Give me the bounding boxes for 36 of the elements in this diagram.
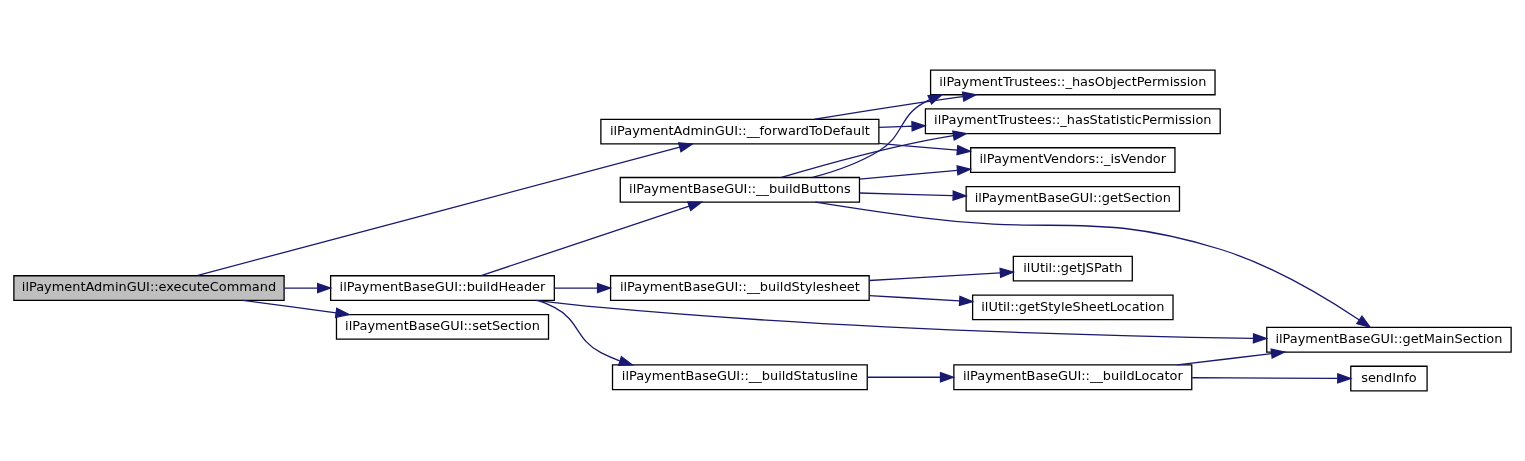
- node-box: ilPaymentBaseGUI::__buildStylesheet: [609, 275, 870, 301]
- arrow: [813, 91, 978, 120]
- arrow: [537, 299, 635, 366]
- arrow: [283, 282, 333, 294]
- arrow: [811, 94, 944, 179]
- node-box: ilPaymentBaseGUI::__buildButtons: [619, 176, 861, 203]
- arrow: [1191, 372, 1353, 384]
- node-box: ilPaymentBaseGUI::getSection: [965, 185, 1181, 212]
- node-box: ilPaymentAdminGUI::__forwardToDefault: [600, 118, 880, 145]
- arrow: [242, 299, 351, 319]
- arrow: [480, 201, 704, 277]
- arrow: [814, 201, 1372, 329]
- node-box: ilPaymentBaseGUI::__buildStatusline: [611, 364, 868, 391]
- arrow: [866, 371, 956, 383]
- node-box: ilPaymentBaseGUI::getMainSection: [1266, 326, 1512, 353]
- arrow: [878, 142, 973, 156]
- arrow: [553, 282, 613, 294]
- node-box: ilPaymentBaseGUI::setSection: [335, 313, 550, 340]
- arrow: [858, 164, 973, 180]
- node-box: ilUtil::getStyleSheetLocation: [971, 294, 1174, 321]
- arrow: [868, 267, 1016, 282]
- arrow: [878, 120, 927, 132]
- arrow: [534, 299, 1269, 344]
- node-box: ilUtil::getJSPath: [1012, 255, 1133, 282]
- node-box: ilPaymentAdminGUI::executeCommand: [13, 275, 285, 301]
- node-box: ilPaymentBaseGUI::__buildLocator: [953, 364, 1193, 391]
- node-box: ilPaymentVendors::_isVendor: [970, 147, 1176, 173]
- arrow: [1176, 348, 1287, 366]
- node-box: ilPaymentBaseGUI::buildHeader: [330, 275, 555, 301]
- node-box: sendInfo: [1350, 365, 1428, 392]
- node-box: ilPaymentTrustees::_hasObjectPermission: [929, 69, 1216, 96]
- arrow: [868, 294, 975, 307]
- node-box: ilPaymentTrustees::_hasStatisticPermission: [924, 108, 1221, 135]
- arrow: [780, 130, 969, 179]
- arrow: [858, 190, 969, 201]
- arrow: [196, 142, 695, 277]
